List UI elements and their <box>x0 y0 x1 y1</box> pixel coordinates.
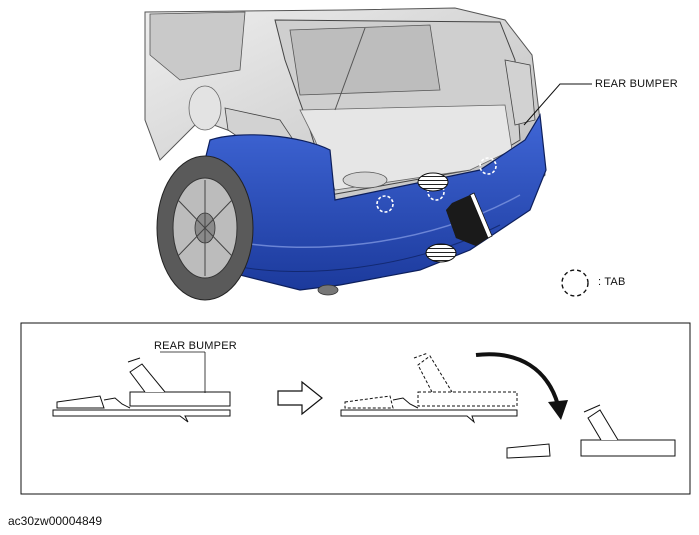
hatched-clip-lower <box>425 243 457 263</box>
step-arrow <box>277 380 323 416</box>
tab-legend-icon <box>561 269 589 297</box>
tab-marker <box>376 195 394 213</box>
rear-seat-back <box>289 24 441 96</box>
figure-code: ac30zw00004849 <box>8 514 103 528</box>
detail-installed <box>52 351 231 423</box>
tail-light-right <box>504 59 536 126</box>
detail-removed <box>506 404 676 459</box>
side-window <box>149 11 246 81</box>
rear-wheel <box>156 155 254 301</box>
detail-rear-bumper-label: REAR BUMPER <box>154 340 237 352</box>
tab-legend-label: : TAB <box>598 276 626 288</box>
detail-frame <box>20 322 691 495</box>
hatched-clip-upper <box>417 172 449 192</box>
removal-arrow <box>475 352 568 420</box>
exhaust-tip <box>317 284 339 296</box>
rear-bumper-label: REAR BUMPER <box>595 78 678 90</box>
rear-bumper-leader-line <box>523 83 592 126</box>
fuel-door <box>188 85 222 131</box>
cargo-floor <box>299 104 513 191</box>
detail-released <box>340 352 518 424</box>
vehicle-illustration <box>144 7 592 301</box>
tab-marker <box>479 157 497 175</box>
pull-direction-arrow <box>446 192 493 246</box>
